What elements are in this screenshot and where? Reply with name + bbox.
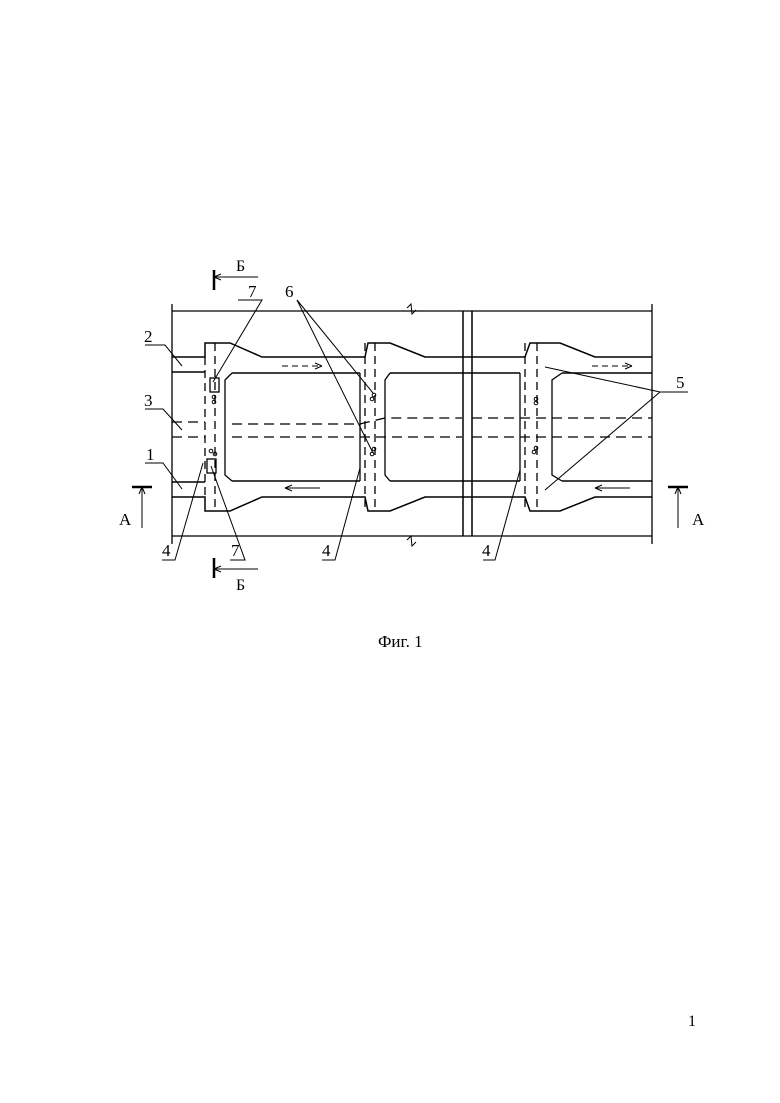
section-label-a-right: А [692,510,705,529]
label-4-middle: 4 [322,541,331,560]
section-label-b-top: Б [236,258,245,275]
label-1: 1 [146,445,155,464]
section-label-b-bottom: Б [236,577,245,594]
road-outline [172,343,652,511]
flow-arrows [282,363,632,491]
leader-lines [145,300,688,560]
section-divider [463,311,472,536]
label-7-bottom: 7 [231,541,240,560]
label-4-right: 4 [482,541,491,560]
label-6: 6 [285,282,294,301]
page-number: 1 [688,1013,696,1031]
median-lines [172,343,652,511]
figure-caption: Фиг. 1 [378,632,423,652]
label-5: 5 [676,373,685,392]
label-3: 3 [144,391,153,410]
label-4-left: 4 [162,541,171,560]
sensor-dots [209,393,538,456]
outer-frame [172,304,652,546]
label-7-top: 7 [248,282,257,301]
section-label-a-left: А [119,510,132,529]
label-2: 2 [144,327,153,346]
